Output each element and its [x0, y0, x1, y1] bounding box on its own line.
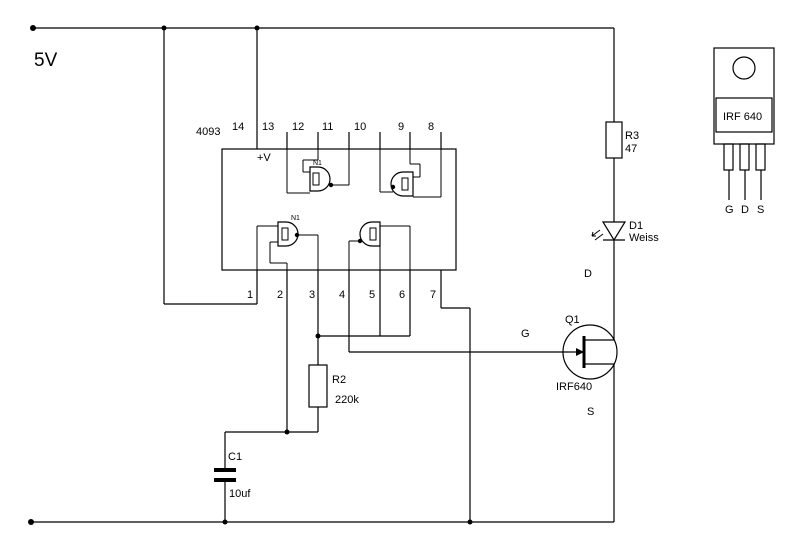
led-d1	[591, 221, 627, 340]
mosfet-q1	[562, 324, 618, 522]
ic-pin-12: 12	[292, 121, 304, 133]
package-pin-g: G	[725, 204, 734, 216]
q1-drain-label: D	[584, 268, 592, 280]
ic-4093	[221, 132, 457, 271]
q1-source-label: S	[587, 406, 594, 418]
ic-pin-1: 1	[247, 289, 253, 301]
nand-gate-upper-left	[286, 149, 350, 194]
q1-gate-label: G	[521, 328, 530, 340]
ic-pin-2: 2	[277, 289, 283, 301]
d1-value: Weiss	[629, 232, 659, 244]
ic-bottom-wiring	[286, 270, 568, 525]
power-wiring	[161, 25, 260, 305]
r2-value: 220k	[335, 394, 359, 406]
package-name: IRF 640	[723, 111, 762, 123]
irf640-package	[713, 47, 775, 200]
ic-pin-5: 5	[369, 289, 375, 301]
nand-gate-lower-right	[348, 221, 411, 270]
c1-value: 10uf	[229, 488, 251, 500]
r2-name: R2	[332, 374, 346, 386]
ic-pin-14: 14	[232, 121, 244, 133]
capacitor-c1	[214, 431, 287, 525]
ic-pin-8: 8	[428, 121, 434, 133]
ic-name: 4093	[196, 126, 220, 138]
supply-voltage-label: 5V	[34, 50, 58, 71]
resistor-r2	[284, 364, 328, 435]
nand-gate-upper-right	[379, 149, 442, 198]
r3-name: R3	[625, 130, 639, 142]
gate-label-top: N1	[313, 160, 322, 167]
nand-gate-lower-left	[256, 221, 319, 270]
ground-rail	[28, 519, 614, 525]
q1-part: IRF640	[556, 381, 592, 393]
resistor-r3	[605, 28, 623, 222]
ic-pin-10: 10	[354, 121, 366, 133]
package-pin-d: D	[741, 204, 749, 216]
d1-name: D1	[629, 220, 643, 232]
package-pin-s: S	[757, 204, 764, 216]
ic-pin-3: 3	[309, 289, 315, 301]
ic-vplus-label: +V	[257, 152, 271, 164]
ic-pin-11: 11	[322, 121, 333, 133]
ic-pin-7: 7	[430, 289, 436, 301]
q1-name: Q1	[565, 314, 580, 326]
c1-name: C1	[228, 451, 242, 463]
ic-pin-13: 13	[262, 121, 274, 133]
ic-pin-9: 9	[398, 121, 404, 133]
ic-pin-6: 6	[399, 289, 405, 301]
ic-pin-4: 4	[339, 289, 345, 301]
gate-label-bottom: N1	[291, 215, 300, 222]
supply-rail	[30, 25, 614, 31]
r3-value: 47	[625, 143, 637, 155]
